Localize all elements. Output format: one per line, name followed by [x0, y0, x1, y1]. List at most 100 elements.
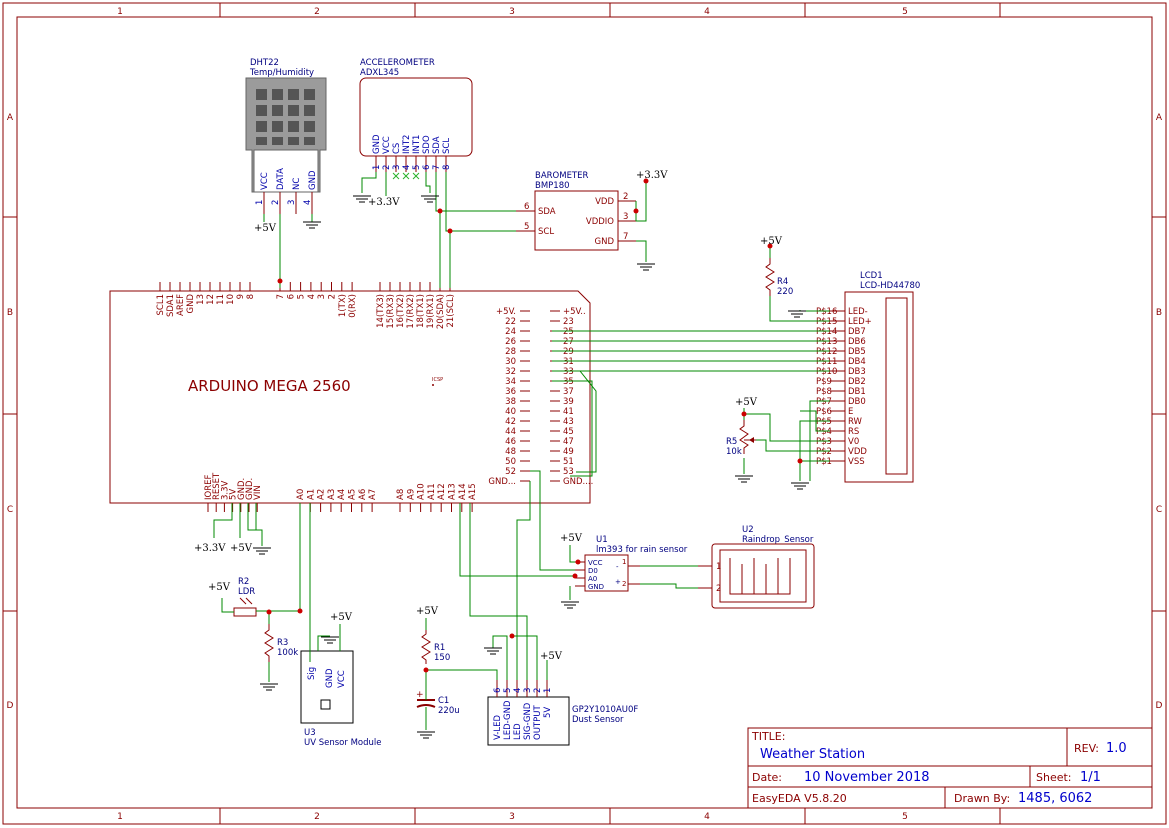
- resistor-r4[interactable]: R4 220: [765, 258, 793, 297]
- junctions: [266, 178, 803, 673]
- sheet-label: Sheet:: [1036, 771, 1072, 784]
- lcd-net-p-7: P$7: [816, 397, 832, 407]
- lcd-net-p-9: P$9: [816, 377, 832, 387]
- dht22-num-4: 4: [303, 200, 313, 205]
- accel-num-7: 7: [432, 165, 442, 170]
- frame-row-d-right: D: [1156, 701, 1163, 711]
- arduino-top-pin-12: 12: [206, 294, 216, 305]
- accel-pin-cs: CS: [392, 143, 402, 154]
- arduino-right-pin-5v-b: +5V..: [563, 307, 586, 317]
- u2-name: U2: [742, 525, 754, 535]
- accelerometer-adxl345[interactable]: ACCELEROMETER ADXL345 GND VCC CS INT2 IN…: [359, 58, 473, 180]
- arduino-bottom-pin-3-3v: 3.3V: [220, 480, 230, 500]
- frame-col-2-bottom: 2: [314, 812, 320, 822]
- arduino-right-pin-29-b: 29: [563, 347, 574, 357]
- u1-plus: +: [615, 578, 621, 586]
- lcd-pin-db6: DB6: [848, 337, 866, 347]
- arduino-bottom-pin-gnd: GND.: [245, 478, 255, 500]
- date-value: 10 November 2018: [804, 770, 930, 785]
- arduino-right-pin-43-b: 43: [563, 417, 574, 427]
- arduino-bottom-pin-a15: A15: [468, 483, 478, 500]
- dust-sensor-gp2y1010[interactable]: V-LED LED-GND LED SIG-GND OUTPUT 5V 6 5 …: [487, 680, 638, 746]
- r1-value: 150: [434, 653, 450, 663]
- r2-value: LDR: [238, 587, 255, 597]
- capacitor-c1[interactable]: + C1 220u: [416, 690, 460, 716]
- arduino-top-pin-aref: AREF: [176, 294, 186, 316]
- r2-name: R2: [238, 577, 249, 587]
- pwr-5v-r5: +5V: [735, 397, 758, 408]
- frame-col-4-bottom: 4: [704, 812, 710, 822]
- arduino-top-pin-8: 8: [246, 294, 256, 299]
- dust-num-5: 5: [503, 688, 513, 693]
- arduino-top-pin-2: 2: [328, 294, 338, 299]
- dht22-num-3: 3: [287, 200, 297, 205]
- lcd-net-p-16: P$16: [816, 307, 837, 317]
- dust-pin-output: OUTPUT: [533, 705, 543, 740]
- baro-name: BAROMETER: [535, 171, 589, 181]
- accel-pin-gnd: GND: [372, 134, 382, 154]
- potentiometer-r5[interactable]: R5 10k: [726, 420, 756, 457]
- arduino-top-pin-9: 9: [236, 294, 246, 299]
- lcd-name: LCD1: [860, 271, 883, 281]
- accel-pin-vcc: VCC: [382, 136, 392, 154]
- baro-num-5: 5: [524, 222, 529, 232]
- arduino-bottom-pin-reset: RESET: [212, 472, 222, 500]
- frame-row-a: A: [7, 113, 14, 123]
- pwr-5v-u1: +5V: [560, 533, 583, 544]
- accel-value: ADXL345: [360, 68, 399, 78]
- accel-pin-int2: INT2: [402, 135, 412, 154]
- ldr-r2[interactable]: R2 LDR: [233, 577, 257, 617]
- u3-uv-sensor[interactable]: Sig GND VCC U3 UV Sensor Module: [300, 650, 381, 748]
- lcd-net-p-12: P$12: [816, 347, 837, 357]
- dust-value-2: Dust Sensor: [572, 715, 624, 725]
- arduino-top-pin-20-sda: 20(SDA): [436, 294, 446, 329]
- baro-num-6: 6: [524, 202, 529, 212]
- arduino-right-pins: +5V.22242628303234363840424446485052GND.…: [488, 307, 593, 487]
- arduino-right-pin-37-b: 37: [563, 387, 574, 397]
- title-value: Weather Station: [760, 747, 865, 762]
- arduino-bottom-pin-a14: A14: [458, 483, 468, 500]
- u1-num-2: 2: [622, 580, 626, 588]
- lcd-pin-vdd: VDD: [848, 447, 867, 457]
- rev-label: REV:: [1074, 742, 1099, 755]
- arduino-right-pin-48-a: 48: [505, 447, 516, 457]
- arduino-top-pin-11: 11: [216, 294, 226, 305]
- baro-value: BMP180: [535, 181, 570, 191]
- arduino-bottom-pin-a11: A11: [427, 483, 437, 500]
- lcd-net-p-4: P$4: [816, 427, 832, 437]
- arduino-top-pin-10: 10: [226, 294, 236, 305]
- pwr-5v-dust: +5V: [540, 651, 563, 662]
- arduino-right-pin-27-b: 27: [563, 337, 574, 347]
- dust-num-3: 3: [523, 688, 533, 693]
- dust-num-4: 4: [513, 688, 523, 693]
- dust-pin-led-gnd: LED-GND: [503, 700, 513, 740]
- svg-text:+: +: [416, 690, 424, 700]
- lcd-pin-led: LED+: [848, 317, 872, 327]
- arduino-right-pin-53-b: 53: [563, 467, 574, 477]
- arduino-top-pin-4: 4: [307, 294, 317, 299]
- frame-col-3: 3: [509, 7, 515, 17]
- baro-num-3: 3: [623, 212, 628, 222]
- power-symbols: +5V +3.3V +3.3V +5V +5V +3.3V +5V +5V +5…: [194, 170, 809, 739]
- baro-num-7: 7: [623, 232, 628, 242]
- resistor-r3[interactable]: R3 100k: [264, 624, 298, 662]
- baro-pin-gnd: GND: [595, 237, 615, 247]
- resistor-r1[interactable]: R1 150: [421, 630, 450, 664]
- arduino-right-pin-gnd-a: GND...: [488, 477, 516, 487]
- barometer-bmp180[interactable]: BAROMETER BMP180 SDA SCL 6 5 VDD VDDIO G…: [516, 171, 636, 251]
- u1-value: lm393 for rain sensor: [596, 545, 688, 555]
- u1-lm393[interactable]: U1 lm393 for rain sensor VCC D0 A0 GND -…: [575, 535, 688, 592]
- arduino-top-pin-19-rx1: 19(RX1): [426, 294, 436, 329]
- dht22-sensor[interactable]: DHT22 Temp/Humidity VCC DATA NC GND 1 2 …: [245, 58, 327, 214]
- dht22-pin-nc: NC: [292, 178, 302, 190]
- dht22-pin-gnd: GND: [308, 170, 318, 190]
- u2-num-2: 2: [716, 584, 721, 594]
- baro-num-2: 2: [623, 192, 628, 202]
- u2-raindrop-sensor[interactable]: U2 Raindrop_Sensor 1 2: [698, 525, 815, 609]
- wires: [213, 172, 830, 730]
